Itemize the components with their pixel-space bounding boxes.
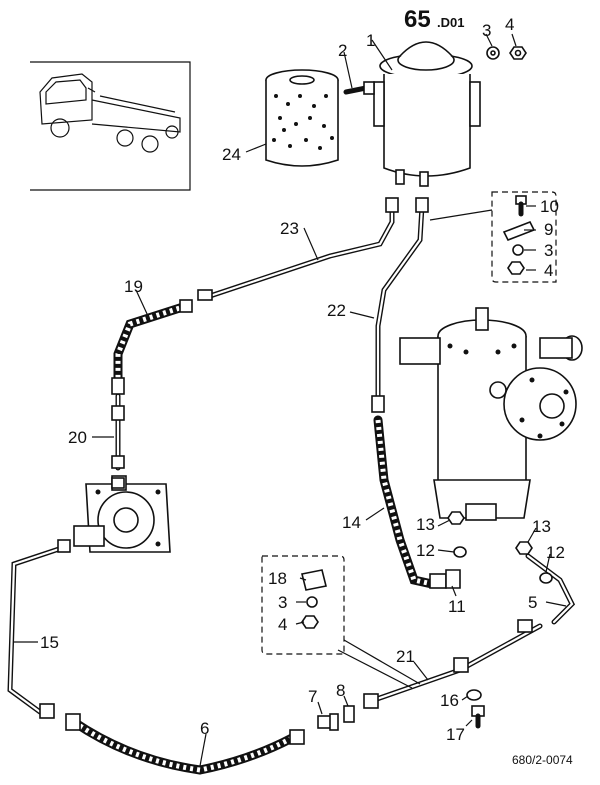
hose-19 bbox=[111, 299, 193, 395]
washer-8 bbox=[343, 705, 355, 723]
bolt-2 bbox=[343, 81, 375, 95]
detail-box-clamp-hardware bbox=[261, 555, 421, 689]
pipe-20 bbox=[111, 393, 125, 489]
callout-5: 5 bbox=[528, 593, 537, 612]
truck-icon bbox=[39, 73, 181, 153]
callout-labels: 1 2 3 4 24 23 22 19 20 10 9 3 4 14 13 12… bbox=[40, 15, 565, 744]
detail-box-bracket-hardware bbox=[429, 191, 557, 283]
nut-4-box2 bbox=[301, 615, 319, 629]
callout-24: 24 bbox=[222, 145, 241, 164]
nut-13-right bbox=[515, 541, 533, 555]
callout-3-box2: 3 bbox=[278, 593, 287, 612]
callout-13-left: 13 bbox=[416, 515, 435, 534]
filter-element bbox=[265, 69, 339, 167]
fitting-7 bbox=[317, 713, 339, 731]
callout-20: 20 bbox=[68, 428, 87, 447]
callout-14: 14 bbox=[342, 513, 361, 532]
callout-17: 17 bbox=[446, 725, 465, 744]
callout-9: 9 bbox=[544, 220, 553, 239]
callout-11: 11 bbox=[448, 597, 466, 616]
drawing-reference-number: 680/2-0074 bbox=[512, 753, 573, 767]
callout-13-right: 13 bbox=[532, 517, 551, 536]
washer-3-top bbox=[486, 46, 500, 60]
clamp-18 bbox=[301, 569, 327, 591]
callout-12-left: 12 bbox=[416, 541, 435, 560]
truck-location-inset bbox=[30, 61, 191, 191]
steering-gear bbox=[399, 307, 583, 521]
callout-leader-lines bbox=[14, 33, 567, 767]
hose-14 bbox=[373, 415, 461, 589]
callout-21: 21 bbox=[396, 647, 415, 666]
callout-7: 7 bbox=[308, 687, 317, 706]
washer-12-right bbox=[539, 572, 553, 584]
pipe-23 bbox=[197, 197, 399, 301]
diagram-title: 65 bbox=[404, 6, 431, 33]
bolt-10 bbox=[515, 195, 527, 217]
callout-8: 8 bbox=[336, 681, 345, 700]
pipe-5 bbox=[525, 553, 576, 625]
nut-4-top bbox=[509, 46, 527, 60]
callout-4: 4 bbox=[505, 15, 514, 34]
callout-10: 10 bbox=[540, 197, 559, 216]
washer-16 bbox=[466, 689, 482, 701]
callout-4-box1: 4 bbox=[544, 261, 553, 280]
callout-18: 18 bbox=[268, 569, 287, 588]
pipe-22 bbox=[371, 197, 429, 413]
callout-22: 22 bbox=[327, 301, 346, 320]
bolt-17 bbox=[471, 705, 485, 729]
washer-3-box1 bbox=[512, 244, 524, 256]
diagram-title-suffix: .D01 bbox=[437, 15, 464, 30]
callout-3-box1: 3 bbox=[544, 241, 553, 260]
callout-4-box2: 4 bbox=[278, 615, 287, 634]
nut-13-left bbox=[447, 511, 465, 525]
callout-6: 6 bbox=[200, 719, 209, 738]
pipe-21 bbox=[363, 619, 543, 709]
callout-23: 23 bbox=[280, 219, 299, 238]
callout-19: 19 bbox=[124, 277, 143, 296]
oil-reservoir bbox=[373, 41, 481, 187]
nut-4-box1 bbox=[507, 261, 525, 275]
clamp-9 bbox=[502, 220, 536, 242]
callout-3: 3 bbox=[482, 21, 491, 40]
washer-3-box2 bbox=[306, 596, 318, 608]
callout-15: 15 bbox=[40, 633, 59, 652]
callout-1: 1 bbox=[366, 31, 375, 50]
callout-2: 2 bbox=[338, 41, 347, 60]
callout-12-right: 12 bbox=[546, 543, 565, 562]
callout-16: 16 bbox=[440, 691, 459, 710]
washer-12-left bbox=[453, 546, 467, 558]
pipe-15 bbox=[7, 539, 71, 719]
hose-6 bbox=[65, 713, 305, 775]
